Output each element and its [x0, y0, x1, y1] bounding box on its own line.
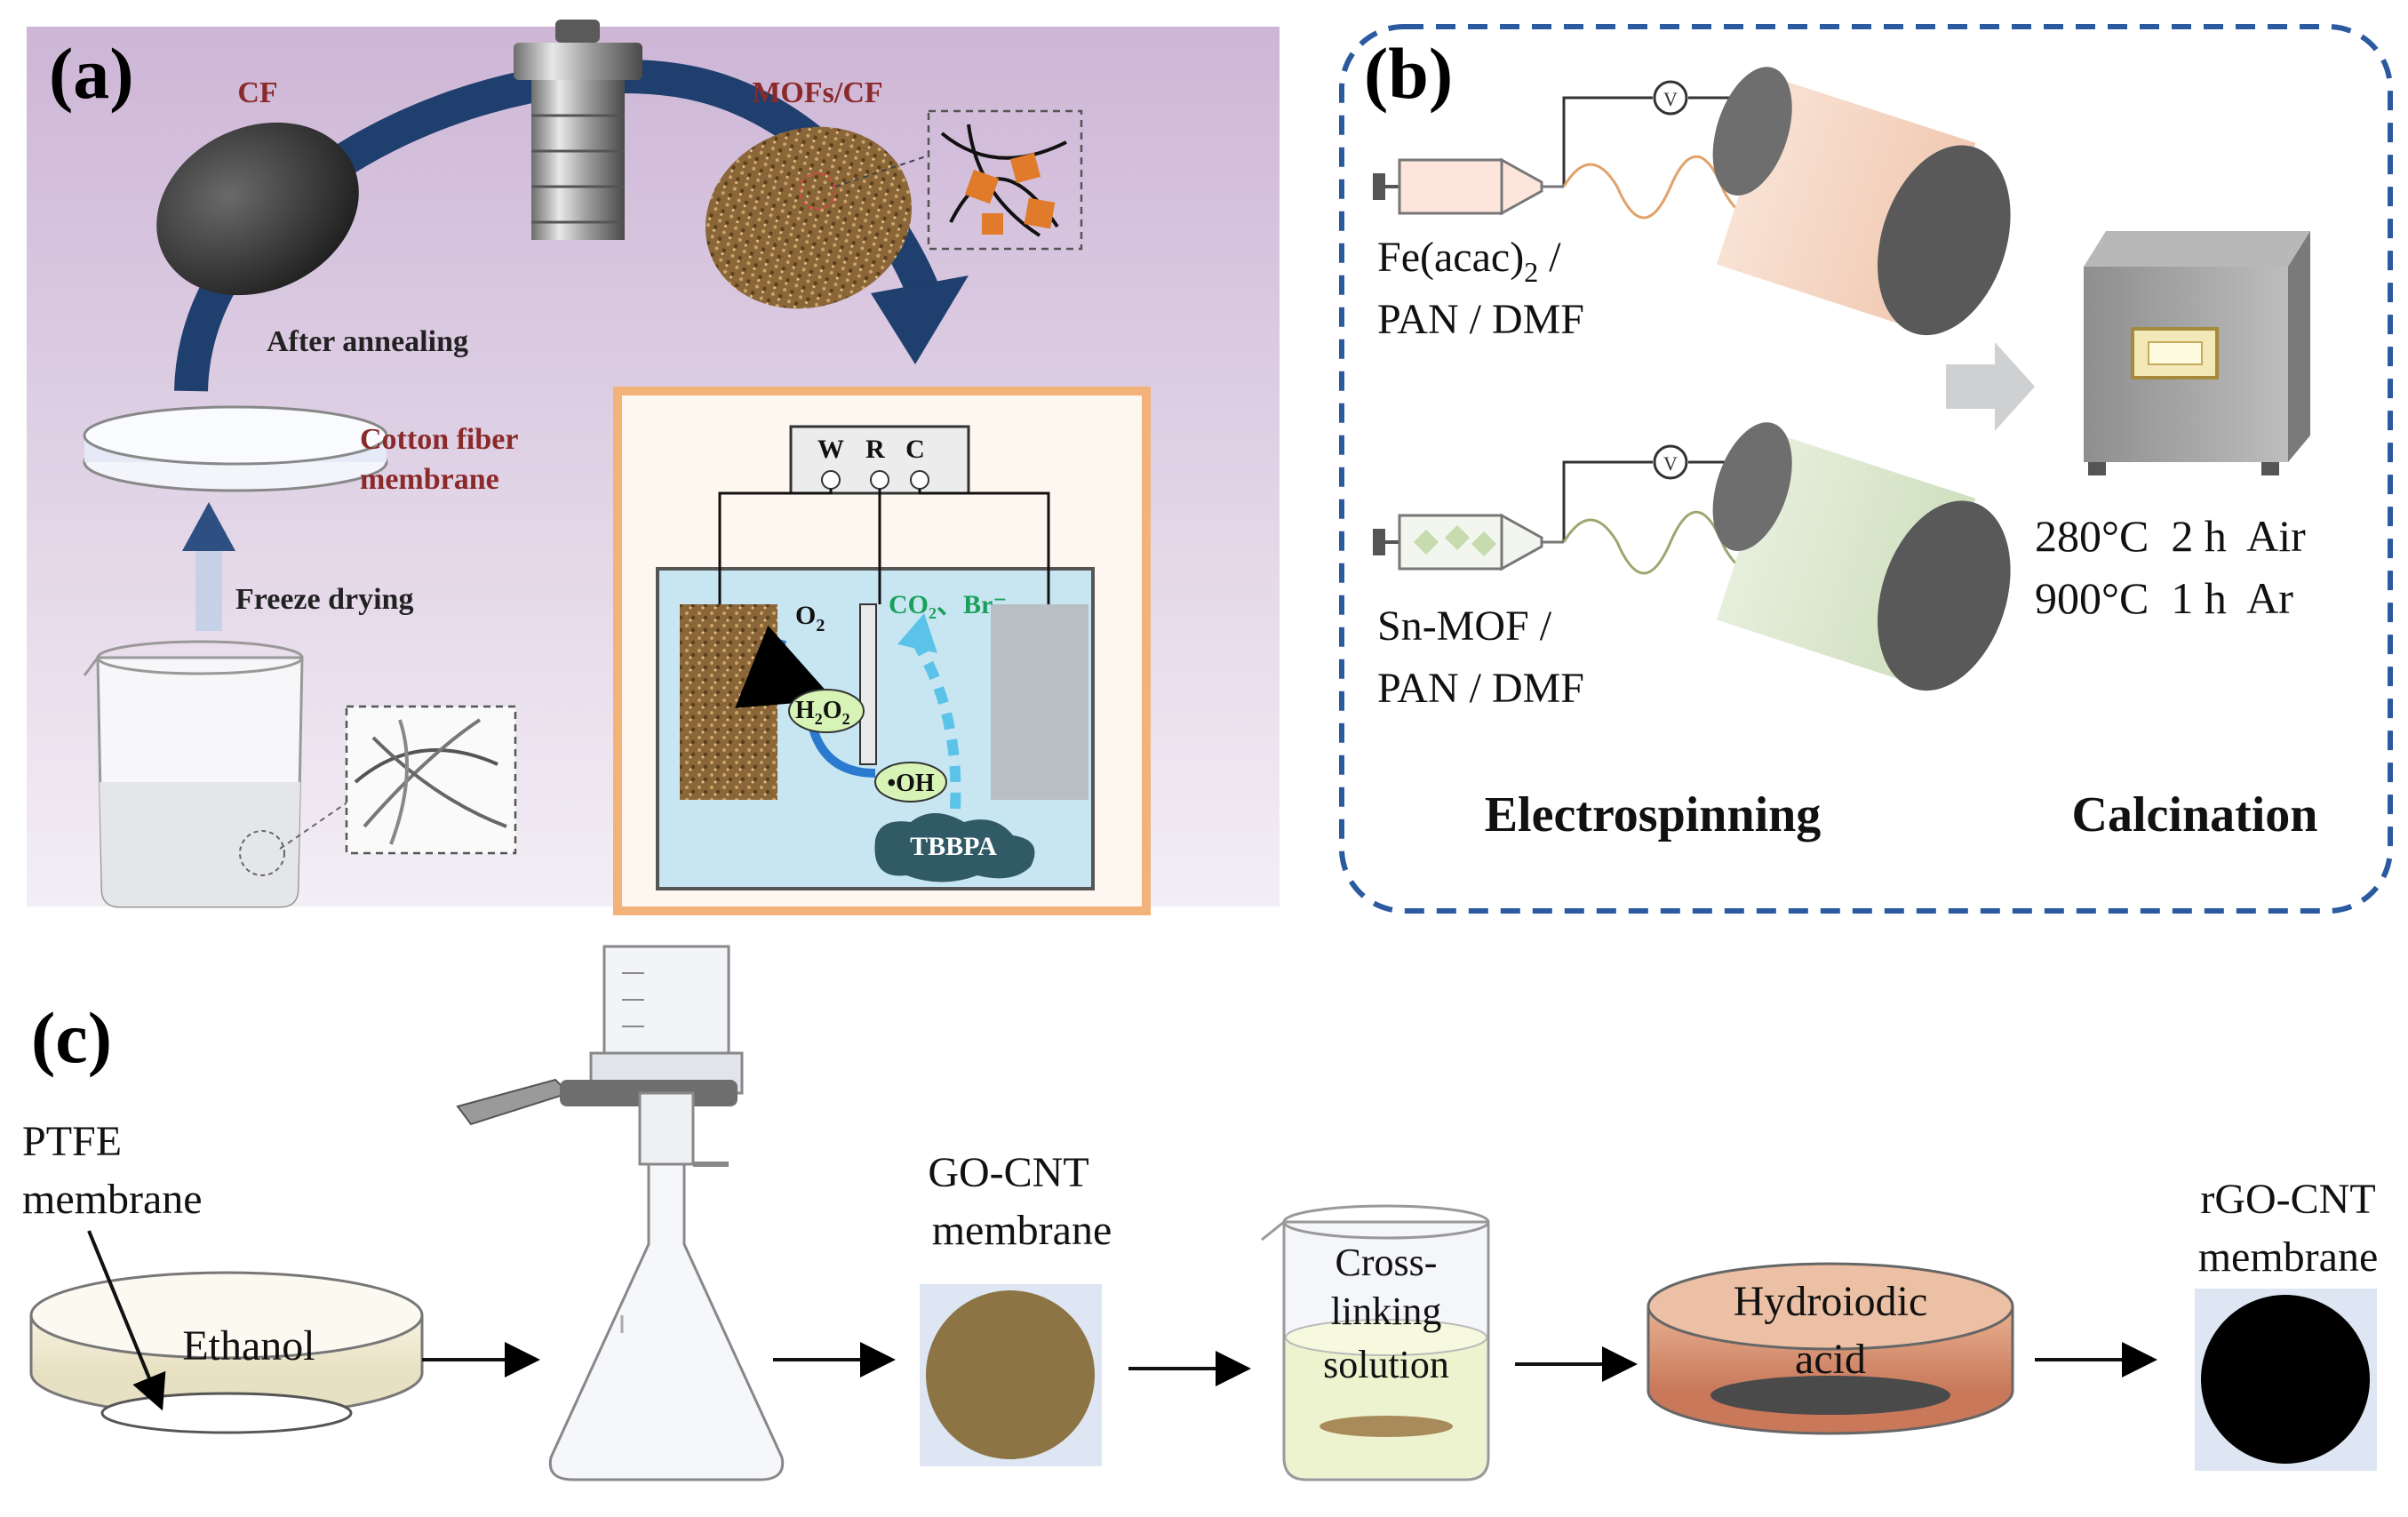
- hydroiodic-dish: [1647, 1262, 2014, 1435]
- panel-b: (b) V Fe(acac)2 / PAN / DMF: [1339, 24, 2393, 914]
- precursor1-line1: Fe(acac)2 /: [1377, 234, 1561, 288]
- electrode-label-r: R: [865, 435, 885, 464]
- rgo-cnt-membrane: [2201, 1295, 2370, 1464]
- rgo-cnt-label-1: rGO-CNT: [2200, 1176, 2375, 1223]
- cross-linking-label-1: Cross-: [1336, 1241, 1438, 1284]
- tbbpa-label: TBBPA: [910, 832, 997, 861]
- electrode-label-c: C: [905, 435, 925, 464]
- go-cnt-membrane: [926, 1290, 1095, 1459]
- vacuum-filtration-icon: [456, 945, 785, 1481]
- hydroiodic-label-1: Hydroiodic: [1734, 1278, 1928, 1325]
- autoclave-icon: [514, 20, 642, 240]
- cotton-membrane-dish: [83, 405, 388, 492]
- reference-electrode: [859, 603, 877, 765]
- panel-b-label: (b): [1364, 33, 1453, 114]
- ethanol-label: Ethanol: [182, 1322, 315, 1369]
- collector-top: [1712, 67, 2011, 336]
- collector-bottom: [1712, 422, 2011, 691]
- freeze-drying-arrow: [182, 502, 235, 551]
- cross-linking-beaker: [1261, 1204, 1490, 1481]
- h2o2-label: H2O2: [795, 697, 850, 728]
- mofs-cf-label: MOFs/CF: [752, 76, 882, 109]
- electrospinning-label: Electrospinning: [1485, 787, 1822, 842]
- voltage-symbol-top: V: [1663, 88, 1678, 110]
- co2-br-label: CO₂、Br⁻: [889, 590, 1007, 619]
- o2-label: O2: [795, 601, 825, 635]
- precursor2-line2: PAN / DMF: [1377, 665, 1584, 712]
- cotton-fiber-label-2: membrane: [360, 463, 499, 496]
- fiber-beaker: [83, 640, 304, 908]
- ptfe-label-2: membrane: [22, 1176, 203, 1223]
- cross-linking-label-2: linking: [1331, 1289, 1442, 1333]
- precursor1-line2: PAN / DMF: [1377, 296, 1584, 343]
- voltage-source-top: [1653, 80, 1688, 116]
- cotton-fiber-inset: [345, 705, 517, 855]
- panel-c-label: (c): [31, 997, 112, 1078]
- ptfe-label-1: PTFE: [22, 1118, 122, 1165]
- go-cnt-label-2: membrane: [932, 1207, 1112, 1254]
- cf-disc: [156, 122, 359, 296]
- condition-2: 900°C 1 h Ar: [2035, 573, 2293, 623]
- to-furnace-arrow: [1946, 342, 2035, 431]
- counter-electrode: [991, 604, 1088, 800]
- cross-linking-label-3: solution: [1323, 1343, 1449, 1386]
- ptfe-pointer-arrow: [87, 1230, 166, 1411]
- panel-c: (c) PTFE membrane Ethanol: [22, 945, 2379, 1481]
- after-annealing-label: After annealing: [267, 325, 468, 358]
- working-electrode: [680, 604, 777, 800]
- syringe-top: [1373, 157, 1564, 216]
- cotton-fiber-label-1: Cotton fiber: [360, 423, 518, 456]
- voltage-symbol-bottom: V: [1663, 452, 1678, 475]
- furnace-icon: [2084, 231, 2310, 475]
- precursor2-line1: Sn-MOF /: [1377, 603, 1552, 650]
- panel-a-label: (a): [49, 33, 134, 114]
- zoom-circle: [799, 172, 836, 210]
- voltage-source-bottom: [1653, 444, 1688, 480]
- syringe-bottom: [1373, 513, 1564, 571]
- condition-1: 280°C 2 h Air: [2035, 511, 2306, 561]
- cf-label: CF: [237, 76, 277, 109]
- electrochemical-cell: [613, 387, 1151, 915]
- panel-a: (a) CF MOFs/CF: [27, 20, 1280, 915]
- electrode-label-w: W: [817, 435, 844, 464]
- hydroiodic-label-2: acid: [1795, 1336, 1866, 1383]
- freeze-drying-label: Freeze drying: [235, 583, 413, 616]
- oh-radical-label: •OH: [887, 770, 935, 797]
- go-cnt-label-1: GO-CNT: [928, 1149, 1088, 1196]
- process-curve-arrowhead: [871, 275, 969, 364]
- calcination-label: Calcination: [2072, 787, 2318, 842]
- rgo-cnt-label-2: membrane: [2198, 1234, 2379, 1281]
- mofs-cf-disc: [705, 126, 913, 309]
- mof-fiber-inset: [927, 109, 1083, 251]
